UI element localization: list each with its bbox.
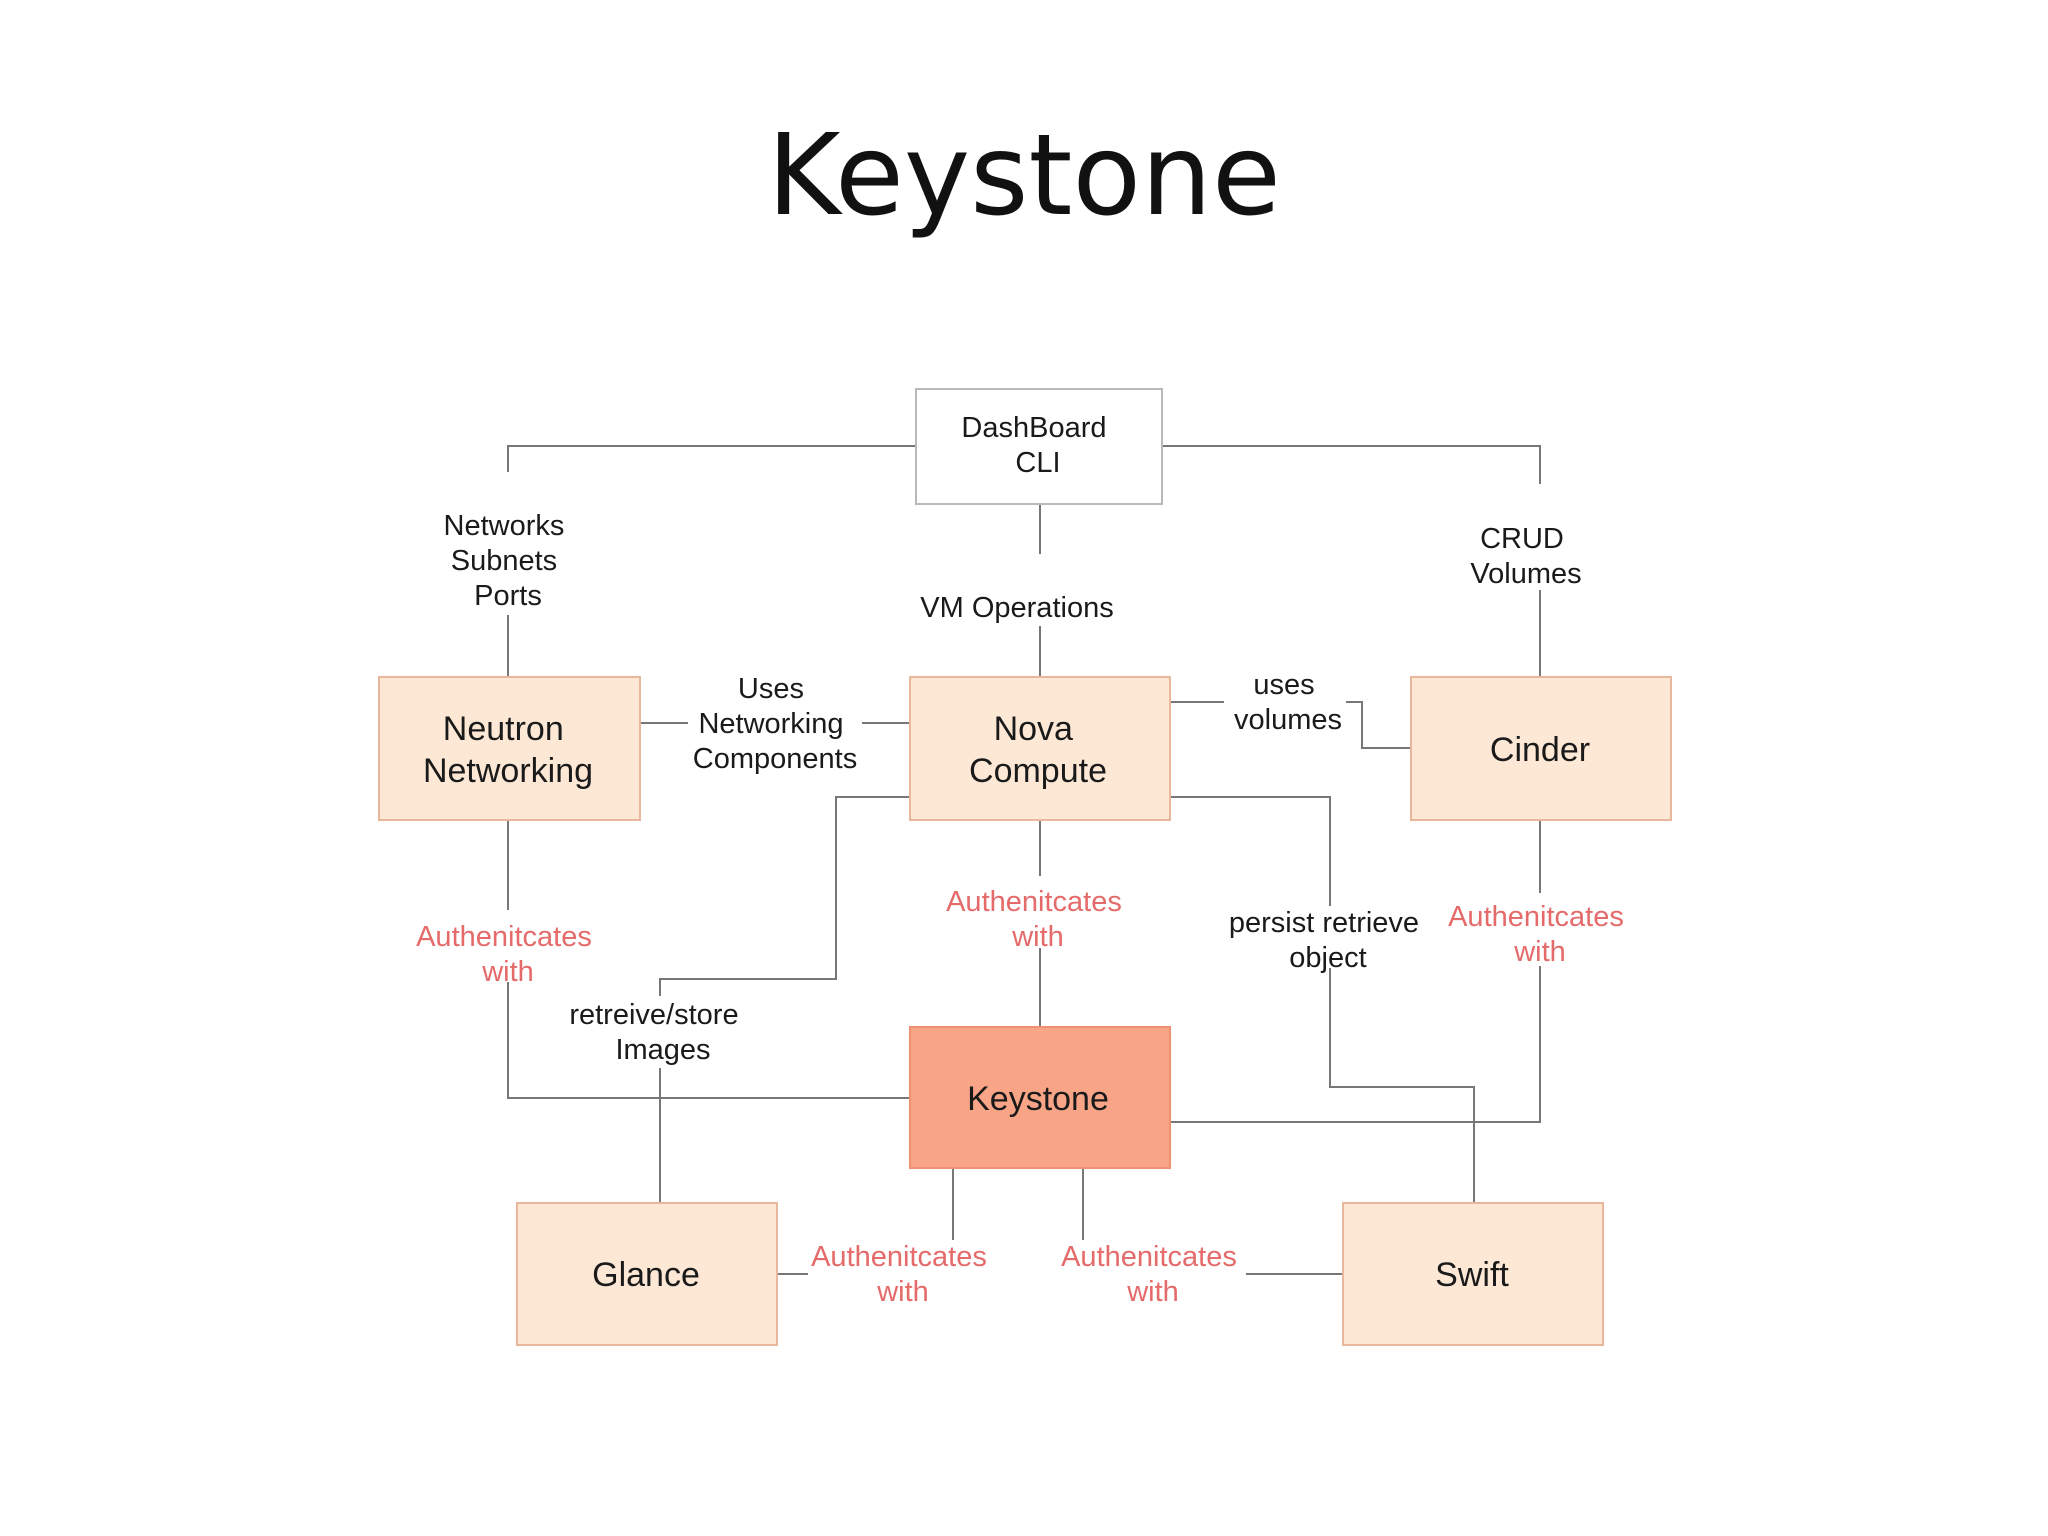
dashboard-box (915, 388, 1163, 505)
label-crud-volumes-line1: CRUD (1480, 523, 1564, 555)
connector-persist-swift (1329, 968, 1475, 1203)
neutron-node: Neutron Networking (378, 676, 641, 821)
label-crud-volumes: CRUD Volumes (1470, 523, 1581, 590)
dashboard-label-line1: DashBoard (961, 412, 1106, 444)
label-auth-neutron-line2: with (481, 956, 534, 988)
svg-text:DashBoard CLI: DashBoard CLI (961, 412, 1114, 479)
label-auth-glance-line1: Authenitcates (811, 1241, 987, 1273)
label-retrieve-store: retreive/store Images (569, 999, 746, 1066)
label-auth-glance-line2: with (876, 1276, 929, 1308)
label-vm-operations: VM Operations (920, 592, 1113, 624)
nova-label-line2: Compute (969, 752, 1107, 790)
label-persist-retrieve-line2: object (1289, 942, 1366, 974)
neutron-label-line2: Networking (423, 752, 593, 790)
svg-text:Neutron Networking: Neutron Networking (423, 710, 593, 790)
label-auth-nova-line1: Authenitcates (946, 886, 1122, 918)
label-crud-volumes-line2: Volumes (1470, 558, 1581, 590)
label-uses-networking-line2: Networking (698, 708, 843, 740)
cinder-label: Cinder (1490, 731, 1590, 769)
connector-dashboard-neutron (507, 445, 916, 472)
label-uses-volumes: uses volumes (1234, 669, 1342, 736)
nova-box (909, 676, 1171, 821)
label-networks-line3: Ports (474, 580, 542, 612)
label-persist-retrieve: persist retrieve object (1229, 907, 1427, 974)
dashboard-label-line2: CLI (1015, 447, 1060, 479)
svg-text:Keystone: Keystone (967, 1080, 1109, 1118)
label-vm-operations-line1: VM Operations (920, 592, 1113, 624)
label-networks-line2: Subnets (451, 545, 557, 577)
label-auth-cinder: Authenitcates with (1448, 901, 1632, 968)
label-auth-nova-line2: with (1011, 921, 1064, 953)
label-retrieve-store-line1: retreive/store (569, 999, 738, 1031)
slide-title: Keystone (767, 111, 1281, 241)
connector-auth-keystone-left (507, 982, 910, 1099)
nova-node: Nova Compute (909, 676, 1171, 821)
label-auth-cinder-line1: Authenitcates (1448, 901, 1624, 933)
connector-auth-keystone-right (1170, 966, 1541, 1123)
swift-node: Swift (1342, 1202, 1604, 1346)
connector-nova-persist (1170, 796, 1331, 906)
neutron-label-line1: Neutron (443, 710, 564, 748)
label-auth-cinder-line2: with (1513, 936, 1566, 968)
label-uses-volumes-line2: volumes (1234, 704, 1342, 736)
svg-text:Nova Compute: Nova Compute (969, 710, 1107, 790)
dashboard-node: DashBoard CLI (915, 388, 1163, 505)
swift-box (1342, 1202, 1604, 1346)
keystone-label: Keystone (967, 1080, 1109, 1118)
label-uses-volumes-line1: uses (1253, 669, 1314, 701)
glance-box (516, 1202, 778, 1346)
label-persist-retrieve-line1: persist retrieve (1229, 907, 1419, 939)
keystone-box (909, 1026, 1171, 1169)
label-auth-glance: Authenitcates with (811, 1241, 995, 1308)
label-auth-swift-line2: with (1126, 1276, 1179, 1308)
label-auth-neutron-line1: Authenitcates (416, 921, 592, 953)
glance-label: Glance (592, 1256, 700, 1294)
cinder-node: Cinder (1410, 676, 1672, 821)
connectors (507, 445, 1541, 1275)
label-uses-networking-line3: Components (693, 743, 857, 775)
glance-node: Glance (516, 1202, 778, 1346)
label-retrieve-store-line2: Images (615, 1034, 710, 1066)
keystone-node: Keystone (909, 1026, 1171, 1169)
label-uses-networking-line1: Uses (738, 673, 804, 705)
cinder-box (1410, 676, 1672, 821)
label-auth-neutron: Authenitcates with (416, 921, 600, 988)
connector-nova-glance (659, 796, 910, 996)
connector-dashboard-cinder (1162, 445, 1541, 484)
neutron-box (378, 676, 641, 821)
swift-label: Swift (1435, 1256, 1509, 1294)
nova-label-line1: Nova (994, 710, 1073, 748)
label-auth-nova: Authenitcates with (946, 886, 1130, 953)
label-auth-swift-line1: Authenitcates (1061, 1241, 1237, 1273)
label-networks: Networks Subnets Ports (444, 510, 573, 612)
label-networks-line1: Networks (444, 510, 565, 542)
svg-text:Cinder: Cinder (1490, 731, 1590, 769)
label-uses-networking: Uses Networking Components (693, 673, 857, 775)
svg-text:Glance: Glance (592, 1256, 700, 1294)
svg-text:Swift: Swift (1435, 1256, 1509, 1294)
label-auth-swift: Authenitcates with (1061, 1241, 1245, 1308)
connector-usesvolumes-cinder (1346, 701, 1411, 749)
